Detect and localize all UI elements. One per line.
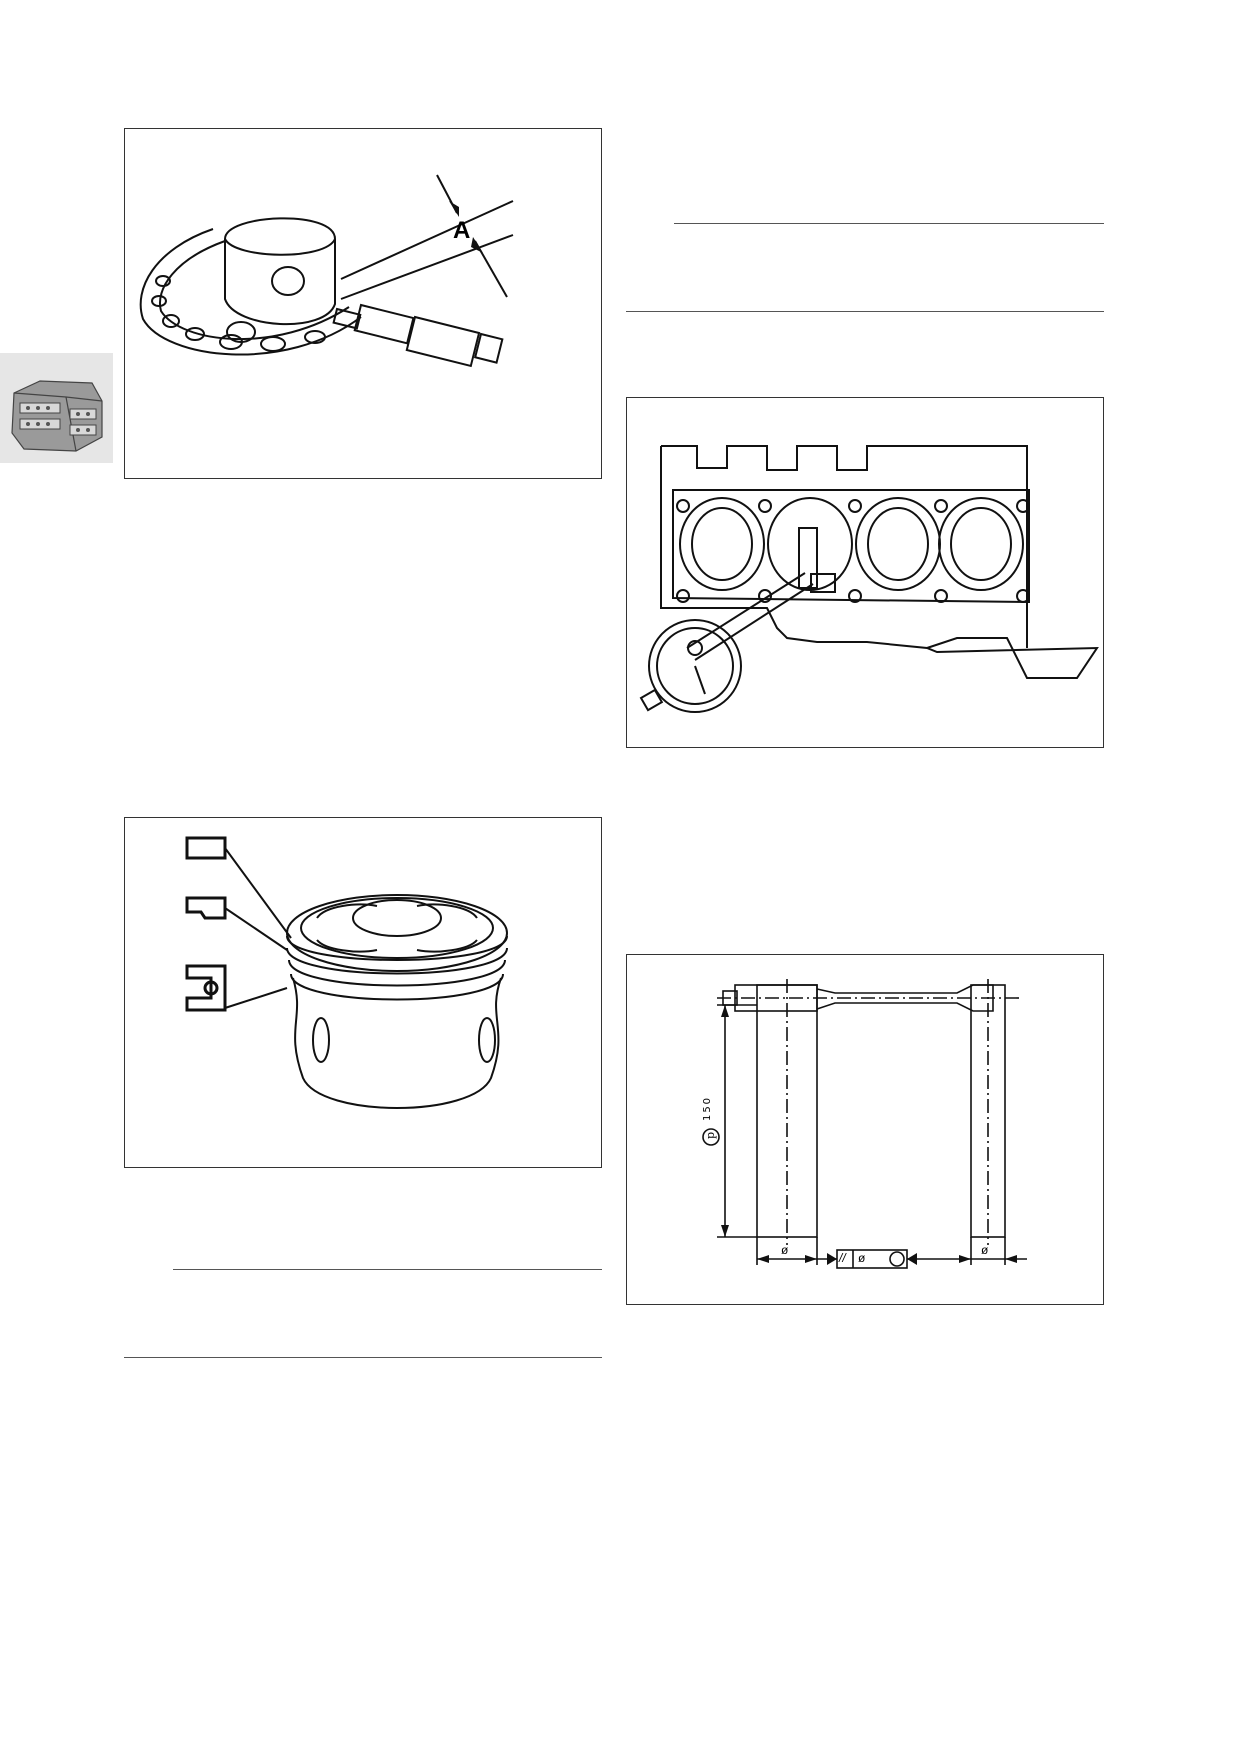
engine-block-icon [11,380,103,452]
oil-ring-profile [185,964,227,1012]
tolerance-parallel-symbol: // [839,1251,846,1265]
piston-micrometer-illustration [139,174,514,368]
dimension-label-a: A [453,217,471,244]
divider-right-1 [674,223,1104,224]
piston-rings-illustration [185,836,508,1109]
section-tab[interactable] [0,353,113,463]
rectangular-ring-profile [185,836,227,860]
scraper-ring-profile [185,896,227,920]
symbol-p: p [704,1131,718,1140]
figure-piston-rings [124,817,602,1168]
figure-connecting-rod-check: 150 p ø ø // ø [626,954,1104,1305]
divider-left-2 [124,1357,602,1358]
tolerance-diameter-symbol: ø [858,1251,866,1265]
connecting-rod-illustration [702,979,1027,1269]
dimension-label-150: 150 [702,1095,714,1122]
bore-gauge-illustration [639,445,1099,713]
figure-piston-micrometer: A [124,128,602,479]
figure-bore-gauge [626,397,1104,748]
divider-left-1 [173,1269,602,1270]
divider-right-2 [626,311,1104,312]
diameter-left-label: ø [781,1243,789,1257]
diameter-right-label: ø [981,1243,989,1257]
